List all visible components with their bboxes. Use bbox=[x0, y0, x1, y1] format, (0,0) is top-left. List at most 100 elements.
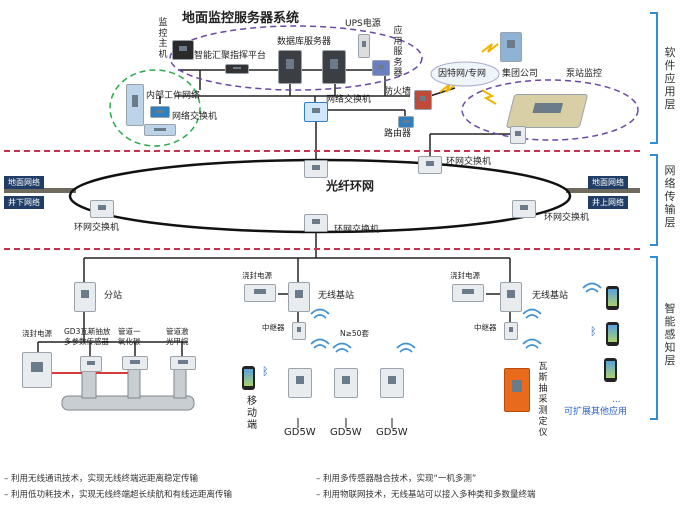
footer-note-1: – 利用无线通讯技术，实现无线终端远距离稳定传输 bbox=[4, 474, 198, 484]
firewall-label: 防火墙 bbox=[384, 87, 412, 97]
ring-switch-bottom-label: 环网交换机 bbox=[334, 225, 380, 235]
power-mid-icon bbox=[244, 284, 276, 302]
co-pipe-label-2: 氧化碳 bbox=[118, 337, 141, 346]
software-layer-bracket bbox=[650, 12, 658, 144]
ring-switch-top-right-label: 环网交换机 bbox=[446, 157, 492, 167]
mobile-terminal-label: 移动端 bbox=[247, 396, 257, 431]
repeater-right-icon bbox=[504, 322, 518, 340]
methane-pipe-icon bbox=[170, 356, 196, 370]
router-icon bbox=[398, 116, 414, 128]
db-server-icon bbox=[278, 50, 302, 84]
monitor-host-label: 监控主机 bbox=[158, 18, 168, 60]
bluetooth-icon-right: ᛒ bbox=[590, 325, 597, 338]
ring-switch-top-right-icon bbox=[418, 156, 442, 174]
phone-icon-low bbox=[604, 358, 617, 382]
ups-label: UPS电源 bbox=[345, 19, 381, 29]
power-right-label: 浇封电源 bbox=[450, 271, 480, 280]
substation-label: 分站 bbox=[104, 291, 123, 301]
gd3-sensor-label-2: 多参数传感器 bbox=[64, 337, 109, 346]
ground-network-right: 地面网络 bbox=[588, 176, 628, 189]
power-left-label: 浇封电源 bbox=[22, 329, 52, 338]
bluetooth-icon-mid: ᛒ bbox=[262, 365, 269, 378]
left-switch-label: 网络交换机 bbox=[172, 112, 218, 122]
ground-network-left: 地面网络 bbox=[4, 176, 44, 189]
pc-cluster-icon bbox=[126, 84, 144, 126]
uphole-network-right: 井上网络 bbox=[588, 196, 628, 209]
base-station-mid-label: 无线基站 bbox=[318, 291, 355, 301]
base-station-right-label: 无线基站 bbox=[532, 291, 569, 301]
ring-switch-bottom-icon bbox=[304, 214, 328, 232]
mobile-phone-icon bbox=[242, 366, 255, 390]
underground-network-left: 井下网络 bbox=[4, 196, 44, 209]
gd5w-3-icon bbox=[380, 368, 404, 398]
group-company-icon bbox=[500, 32, 522, 62]
internet-label: 因特网/专网 bbox=[438, 69, 487, 79]
pump-station-map bbox=[505, 94, 589, 128]
base-station-mid-icon bbox=[288, 282, 310, 312]
divider-bottom bbox=[4, 248, 640, 250]
pump-station-label: 泵站监控 bbox=[566, 69, 603, 79]
substation-icon bbox=[74, 282, 96, 312]
power-right-icon bbox=[452, 284, 484, 302]
page-title: 地面监控服务器系统 bbox=[182, 11, 300, 26]
internal-network-label: 内部工作网络 bbox=[146, 91, 201, 101]
ups-icon bbox=[358, 34, 370, 58]
software-layer-label: 软件应用层 bbox=[664, 46, 676, 111]
firewall-icon bbox=[414, 90, 432, 110]
network-layer-bracket bbox=[650, 154, 658, 246]
gd3-sensor-icon bbox=[80, 356, 102, 372]
divider-top bbox=[4, 150, 640, 152]
n-count-label: N≥50套 bbox=[340, 329, 369, 338]
footer-note-4: – 利用物联网技术，无线基站可以接入多种类和多数量终端 bbox=[316, 490, 536, 500]
router-label: 路由器 bbox=[384, 129, 412, 139]
repeater-right-label: 中继器 bbox=[474, 323, 497, 332]
ring-switch-right-icon bbox=[512, 200, 536, 218]
gd5w-3-label: GD5W bbox=[376, 427, 408, 438]
ellipsis-label: ... bbox=[612, 395, 621, 405]
ring-switch-left-icon bbox=[90, 200, 114, 218]
center-switch-label: 网络交换机 bbox=[326, 95, 372, 105]
group-company-label: 集团公司 bbox=[502, 69, 539, 79]
footer-note-1-text: 利用无线通讯技术，实现无线终端远距离稳定传输 bbox=[10, 474, 198, 484]
power-mid-label: 浇封电源 bbox=[242, 271, 272, 280]
footer-note-3: – 利用多传感器融合技术，实现“一机多测” bbox=[316, 474, 477, 484]
co-pipe-icon bbox=[122, 356, 148, 370]
left-switch-icon bbox=[150, 106, 170, 118]
gas-sampler-label: 瓦斯抽采测定仪 bbox=[538, 362, 548, 438]
db-server-label: 数据库服务器 bbox=[277, 37, 332, 47]
methane-pipe-label-2: 光甲烷 bbox=[166, 337, 189, 346]
base-station-right-icon bbox=[500, 282, 522, 312]
platform-label: 智能汇聚指挥平台 bbox=[194, 51, 267, 61]
gas-sampler-icon bbox=[504, 368, 530, 412]
gd5w-2-icon bbox=[334, 368, 358, 398]
network-layer-label: 网络传输层 bbox=[664, 164, 676, 229]
power-left-icon bbox=[22, 352, 52, 388]
phone-icon-mid bbox=[606, 322, 619, 346]
monitor-icon bbox=[172, 40, 194, 60]
ring-switch-right-label: 环网交换机 bbox=[544, 213, 590, 223]
gd5w-2-label: GD5W bbox=[330, 427, 362, 438]
phone-icon-top bbox=[606, 286, 619, 310]
db-server-icon-2 bbox=[322, 50, 346, 84]
co-pipe-label-1: 管道一 bbox=[118, 327, 141, 336]
center-switch-icon bbox=[304, 102, 328, 122]
footer-note-3-text: 利用多传感器融合技术，实现“一机多测” bbox=[322, 474, 477, 484]
pump-station-box bbox=[510, 126, 526, 144]
repeater-mid-label: 中继器 bbox=[262, 323, 285, 332]
sensing-layer-label: 智能感知层 bbox=[664, 302, 676, 367]
gd5w-1-icon bbox=[288, 368, 312, 398]
app-server-label: 应用服务器 bbox=[393, 26, 403, 78]
app-server-icon bbox=[372, 60, 390, 76]
ring-switch-top-icon bbox=[304, 160, 328, 178]
methane-pipe-label-1: 管道激 bbox=[166, 327, 189, 336]
repeater-mid-icon bbox=[292, 322, 306, 340]
optical-ring-label: 光纤环网 bbox=[326, 179, 375, 193]
platform-console-icon bbox=[225, 64, 249, 74]
footer-note-4-text: 利用物联网技术，无线基站可以接入多种类和多数量终端 bbox=[322, 490, 536, 500]
gd5w-1-label: GD5W bbox=[284, 427, 316, 438]
workstation-row-icon bbox=[144, 124, 176, 136]
expand-apps-label: 可扩展其他应用 bbox=[564, 407, 628, 417]
gd3-sensor-label-1: GD3瓦斯抽放 bbox=[64, 327, 111, 336]
footer-note-2: – 利用低功耗技术，实现无线终端超长续航和有线远距离传输 bbox=[4, 490, 232, 500]
